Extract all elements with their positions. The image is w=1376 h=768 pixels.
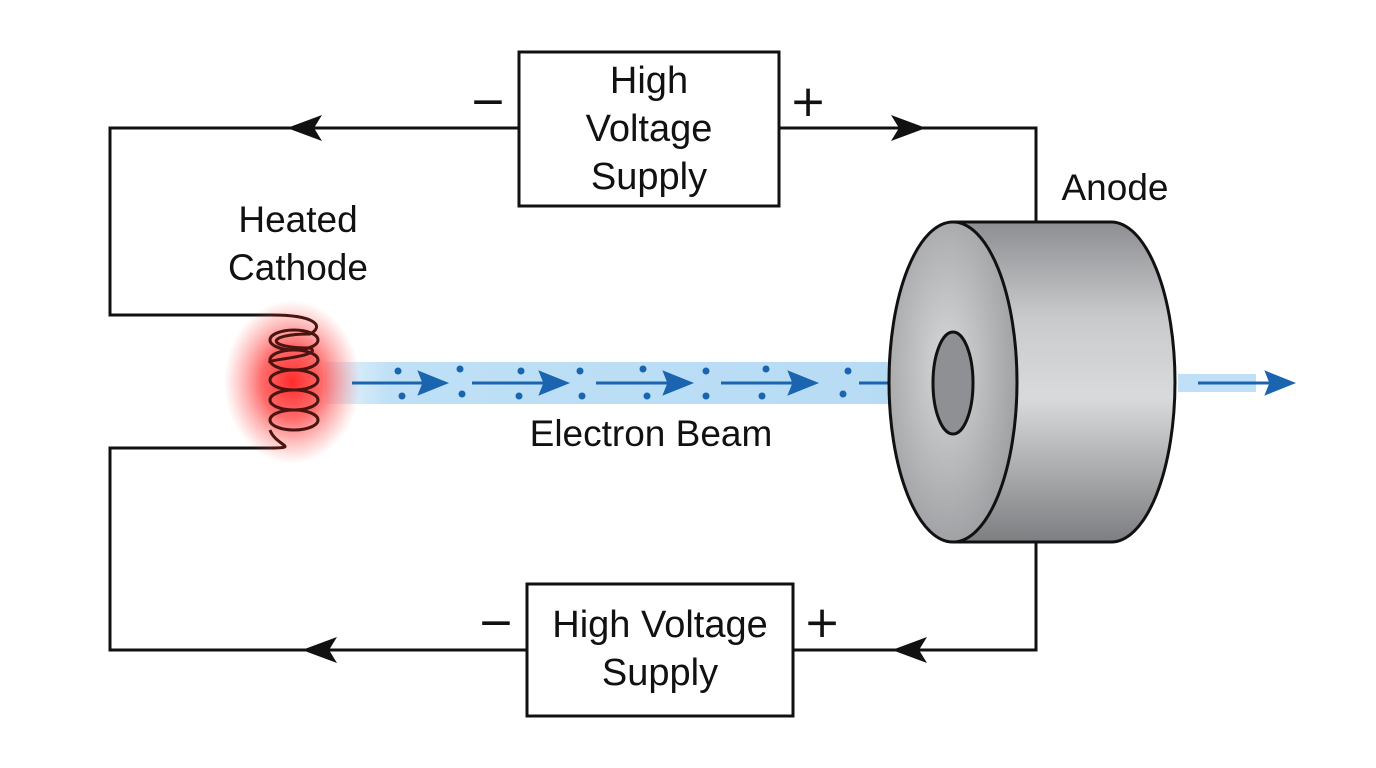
coil-icon <box>268 313 320 450</box>
top-supply-line-2: Voltage <box>586 108 713 150</box>
bottom-supply-line-2: Supply <box>602 652 718 694</box>
bottom-wire-left <box>108 446 527 652</box>
bottom-high-voltage-supply: High Voltage Supply − + <box>478 582 841 718</box>
bottom-supply-line-1: High Voltage <box>552 604 768 646</box>
anode-aperture <box>931 330 975 436</box>
top-wire-right <box>780 126 1038 222</box>
bottom-supply-box <box>525 582 795 718</box>
top-supply-minus-sign: − <box>470 76 507 127</box>
top-supply-box <box>517 50 781 208</box>
top-supply-line-3: Supply <box>591 156 707 198</box>
arrow-right-icon <box>538 370 571 396</box>
arrow-right-icon <box>787 370 820 396</box>
wire-arrows <box>287 115 927 663</box>
top-wire-left <box>108 126 519 317</box>
electron-beam-label: Electron Beam <box>530 413 773 454</box>
bottom-supply-plus-sign: + <box>804 597 841 648</box>
arrow-right-icon <box>417 370 450 396</box>
cathode-label-line-1: Heated <box>238 199 357 240</box>
arrow-left-icon <box>302 637 337 663</box>
top-high-voltage-supply: High Voltage Supply − + <box>470 50 827 208</box>
arrow-right-icon <box>662 370 695 396</box>
cathode-label-line-2: Cathode <box>228 247 368 288</box>
top-supply-plus-sign: + <box>790 76 827 127</box>
bottom-wire-right <box>794 542 1038 652</box>
arrow-left-icon <box>892 637 927 663</box>
arrow-right-icon <box>1264 370 1297 396</box>
anode-label: Anode <box>1062 167 1169 208</box>
top-supply-line-1: High <box>610 60 688 102</box>
cathode-glow <box>224 300 360 464</box>
bottom-supply-minus-sign: − <box>478 597 515 648</box>
arrow-right-icon <box>891 115 926 141</box>
arrow-left-icon <box>287 115 322 141</box>
cylinder-icon <box>887 220 1177 544</box>
